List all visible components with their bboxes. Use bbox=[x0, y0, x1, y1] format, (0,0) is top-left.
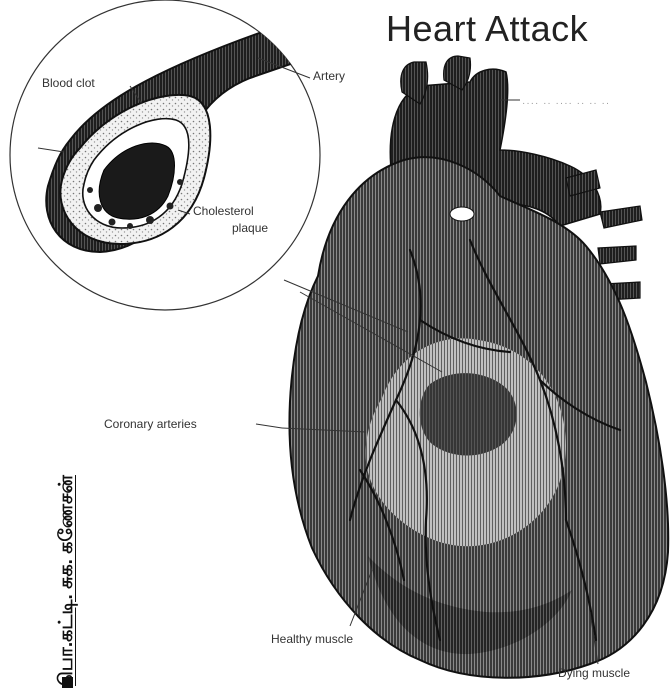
dying-muscle-label: Dying muscle bbox=[558, 667, 630, 680]
blood-clot-label: Blood clot bbox=[42, 77, 95, 90]
cholesterol-label-line1: Cholesterol bbox=[193, 205, 254, 218]
dying-muscle-area bbox=[420, 373, 517, 455]
faint-annotation: ···· ·· ···· ·· ·· ·· bbox=[522, 97, 610, 110]
artery-zoom-inset bbox=[10, 0, 360, 310]
credit-marker bbox=[62, 677, 73, 688]
coronary-arteries-label: Coronary arteries bbox=[104, 418, 197, 431]
page-title: Heart Attack bbox=[386, 8, 588, 50]
artery-label: Artery bbox=[313, 70, 345, 83]
healthy-muscle-label: Healthy muscle bbox=[271, 633, 353, 646]
vertical-credit-text: பொ.கட்டி. சுக. கணேசன் bbox=[56, 475, 80, 686]
aorta-opening bbox=[450, 207, 474, 221]
cholesterol-label-line2: plaque bbox=[232, 222, 268, 235]
heart-illustration bbox=[289, 56, 668, 678]
